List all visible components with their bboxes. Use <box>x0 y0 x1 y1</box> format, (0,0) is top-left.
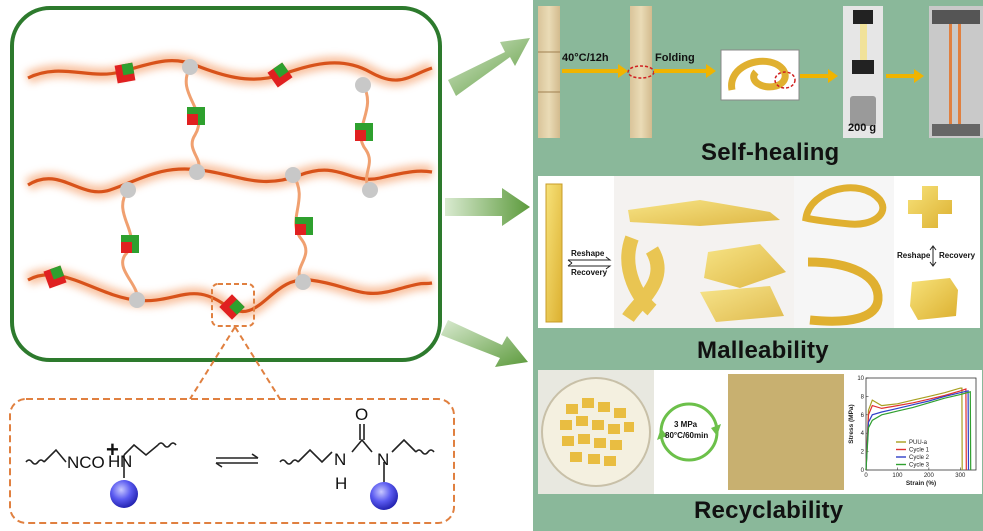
healing-condition: 40°C/12h <box>562 52 609 64</box>
y-axis-label: Stress (MPa) <box>848 404 855 443</box>
y-tick-label: 2 <box>861 450 865 456</box>
crosslinks <box>121 66 372 301</box>
malleability-title: Malleability <box>697 337 829 364</box>
recycle-condition: 80°C/60min <box>665 431 709 440</box>
x-axis-label: Strain (%) <box>906 480 936 487</box>
amine-n-label: N <box>120 452 133 471</box>
x-tick-label: 200 <box>924 473 935 479</box>
substituent-sphere <box>110 480 138 508</box>
x-tick-label: 300 <box>955 473 966 479</box>
polymer-network-panel <box>10 6 442 362</box>
urea-n1-label: N <box>334 450 347 469</box>
y-tick-label: 8 <box>861 394 865 400</box>
series-line-cycle-3 <box>865 391 972 471</box>
plus-sign: + <box>106 437 119 462</box>
y-tick-label: 6 <box>861 413 865 419</box>
recycled-film <box>728 374 844 490</box>
arrow-to-recyclability <box>441 320 528 367</box>
recovery-label-right: Recovery <box>939 251 976 260</box>
legend-label: Cycle 2 <box>909 455 930 461</box>
zoom-box <box>211 283 255 327</box>
x-tick-label: 100 <box>892 473 903 479</box>
crosslink-nodes <box>120 59 378 308</box>
self-healing-title: Self-healing <box>701 139 840 166</box>
series-line-cycle-2 <box>865 390 970 471</box>
arrow-to-malleability <box>445 188 530 226</box>
pressure-label: 3 MPa <box>674 420 698 429</box>
recyclability-title: Recyclability <box>694 497 844 524</box>
malleability-row <box>538 176 980 328</box>
zoom-callout-lines <box>189 326 281 400</box>
legend-label: Cycle 3 <box>909 463 930 469</box>
reshape-label-left: Reshape <box>571 249 605 258</box>
isocyanate-label: NCO <box>67 453 105 472</box>
y-tick-label: 0 <box>861 468 865 474</box>
amine-h-label: H <box>108 452 121 471</box>
transition-arrows <box>441 38 530 367</box>
y-tick-label: 4 <box>861 431 865 437</box>
x-tick-label: 0 <box>864 473 868 479</box>
recovery-label-left: Recovery <box>571 268 608 277</box>
urea-n2-label: N <box>377 450 390 469</box>
urea-h-label: H <box>335 474 348 493</box>
series-line-puu-a <box>865 387 963 471</box>
weight-label: 200 g <box>848 122 877 134</box>
chart-series <box>865 387 972 471</box>
y-tick-label: 10 <box>857 376 864 382</box>
folding-label: Folding <box>655 52 695 64</box>
reshape-label-right: Reshape <box>897 251 931 260</box>
legend-label: PUU-a <box>909 440 928 446</box>
arrow-to-self-healing <box>448 38 530 96</box>
self-healing-row <box>538 6 983 138</box>
carbonyl-o-label: O <box>355 405 369 424</box>
series-line-cycle-1 <box>865 388 967 471</box>
substituent-sphere <box>370 482 398 510</box>
fold-zone-marker <box>774 71 796 89</box>
legend-label: Cycle 1 <box>909 448 930 454</box>
polymer-chain <box>27 58 433 314</box>
reaction-scheme-panel <box>9 398 455 524</box>
